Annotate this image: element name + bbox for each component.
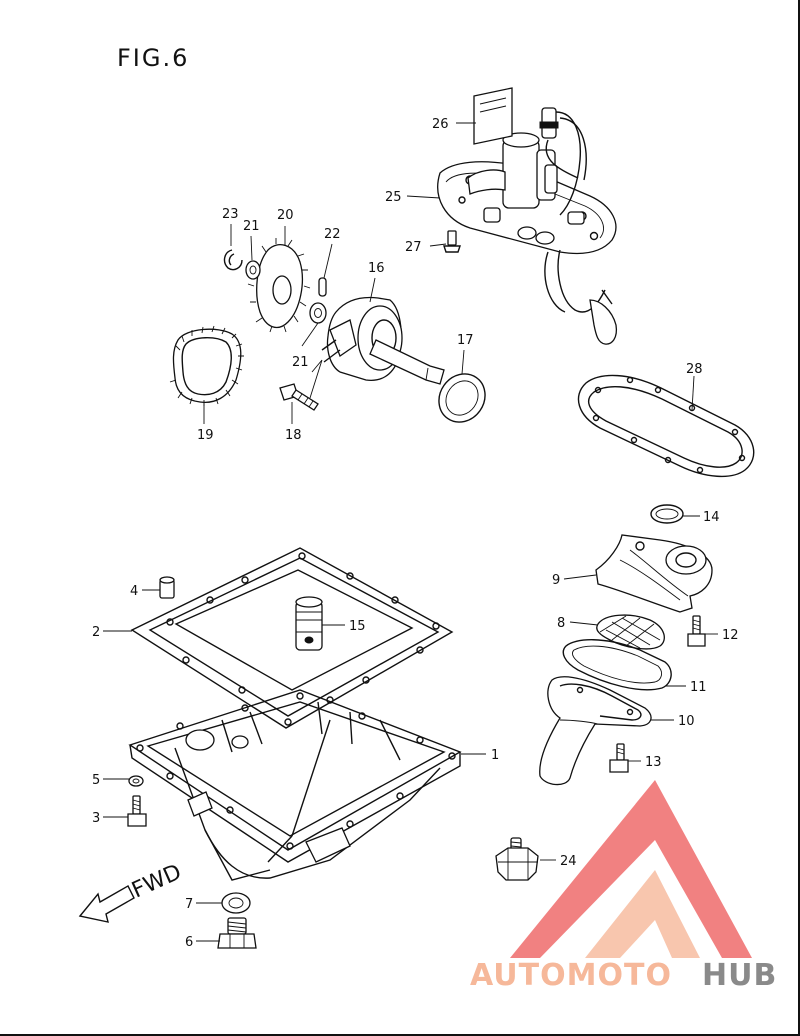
part-gasket-28 (577, 374, 755, 478)
part-relief-valve-15 (295, 596, 323, 651)
part-bolt-12 (687, 615, 706, 647)
fwd-label: FWD (128, 860, 185, 904)
callout-22: 22 (324, 227, 341, 242)
part-screw-27 (443, 230, 461, 253)
watermark-text-primary: AUTOMOTO (470, 958, 672, 993)
callout-16: 16 (368, 261, 385, 276)
callout-25: 25 (385, 190, 402, 205)
part-bolt-18 (279, 359, 323, 411)
figure-title: FIG.6 (117, 44, 190, 72)
part-oil-strainer-10 (539, 676, 652, 786)
part-oil-pan-gasket-2 (130, 547, 454, 729)
part-drive-sprocket-19 (169, 325, 244, 406)
part-fuel-pump-bracket (437, 107, 618, 345)
leader-lines (103, 122, 718, 942)
callout-15: 15 (349, 619, 366, 634)
part-strainer-screen-8 (596, 614, 665, 650)
part-bolt-3 (127, 795, 147, 827)
callout-19: 19 (197, 428, 214, 443)
callout-labels: 1 2 3 4 5 6 7 8 9 10 11 12 13 14 15 16 1… (92, 117, 739, 950)
part-o-ring-14 (650, 504, 684, 524)
part-plug-24 (495, 837, 539, 881)
part-fuel-pump-label-tag (473, 87, 513, 145)
part-driven-sprocket-20 (247, 238, 311, 333)
part-washer-5 (128, 775, 144, 787)
callout-13: 13 (645, 755, 662, 770)
part-bolt-13 (609, 743, 629, 773)
callout-14: 14 (703, 510, 720, 525)
callout-9: 9 (552, 573, 560, 588)
callout-6: 6 (185, 935, 193, 950)
part-circlip-23 (223, 249, 243, 271)
callout-8: 8 (557, 616, 565, 631)
part-pin-22 (318, 277, 327, 297)
part-drain-plug-6 (217, 917, 257, 949)
part-oil-pump-16 (321, 296, 445, 385)
watermark-inner-mark (585, 870, 700, 958)
callout-11: 11 (690, 680, 707, 695)
part-o-ring-17 (438, 373, 486, 423)
callout-24: 24 (560, 854, 577, 869)
callout-18: 18 (285, 428, 302, 443)
callout-21-lower: 21 (292, 355, 309, 370)
callout-4: 4 (130, 584, 138, 599)
part-washer-21-upper (245, 260, 261, 280)
callout-10: 10 (678, 714, 695, 729)
part-washer-7 (221, 892, 251, 914)
callout-21-upper: 21 (243, 219, 260, 234)
callout-23: 23 (222, 207, 239, 222)
watermark-logo: AUTOMOTO HUB (470, 780, 777, 993)
part-dowel-4 (159, 576, 175, 599)
part-oil-pipe-9 (595, 534, 713, 613)
callout-1: 1 (491, 748, 499, 763)
callout-26: 26 (432, 117, 449, 132)
callout-5: 5 (92, 773, 100, 788)
watermark-text-secondary: HUB (702, 958, 777, 993)
callout-7: 7 (185, 897, 193, 912)
callout-28: 28 (686, 362, 703, 377)
part-oil-pan-1 (128, 689, 462, 881)
part-washer-21-lower (309, 302, 327, 324)
watermark-triangle-mark (510, 780, 752, 958)
part-gasket-11 (562, 639, 672, 691)
callout-2: 2 (92, 625, 100, 640)
callout-12: 12 (722, 628, 739, 643)
callout-20: 20 (277, 208, 294, 223)
callout-3: 3 (92, 811, 100, 826)
callout-27: 27 (405, 240, 422, 255)
callout-17: 17 (457, 333, 474, 348)
forward-direction-indicator: FWD (78, 860, 185, 923)
